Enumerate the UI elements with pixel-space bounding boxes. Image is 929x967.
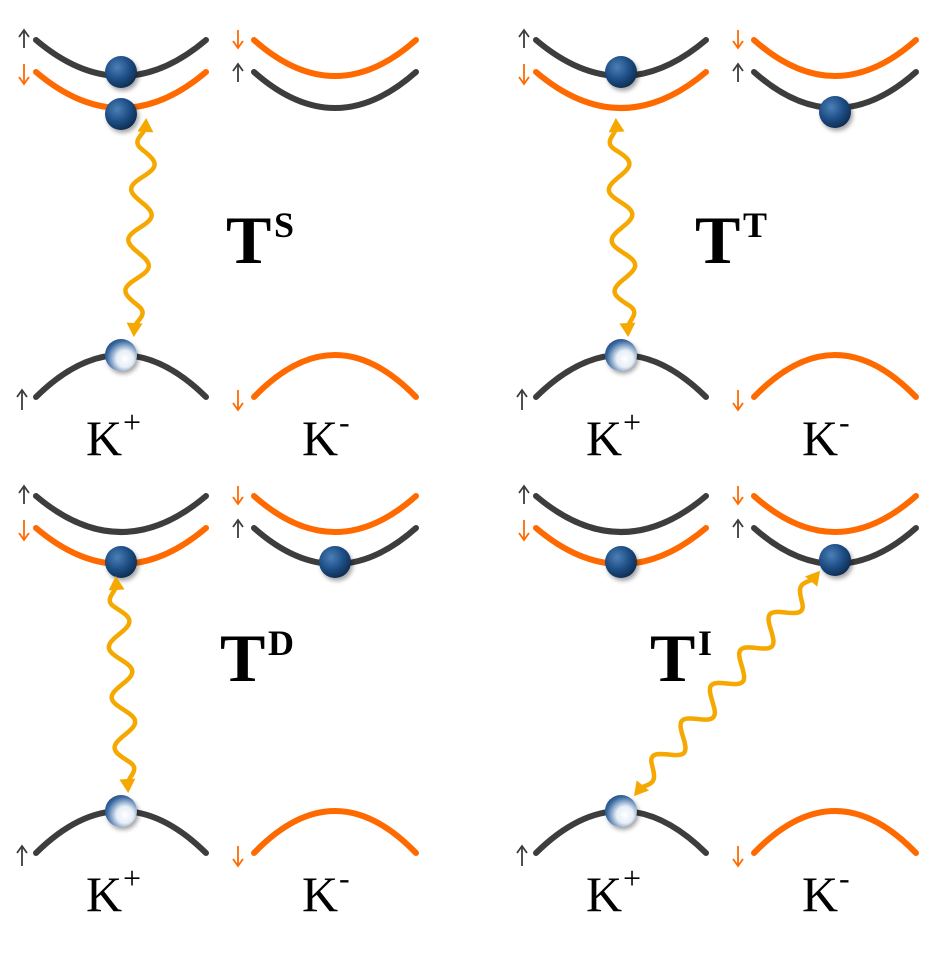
electron	[105, 56, 137, 88]
valley-label-left-sup: +	[123, 860, 141, 896]
kplus-cb-lower	[533, 69, 709, 111]
valley-label-left-sup: +	[623, 404, 641, 440]
valley-label-left-sup: +	[623, 860, 641, 896]
photon-head-end	[119, 778, 136, 794]
spin-down-arrow	[232, 40, 244, 50]
photon-head-end	[126, 322, 143, 338]
valley-label-left: K	[86, 866, 122, 922]
trion-label: T	[650, 620, 695, 696]
trion-label-sup: S	[274, 205, 294, 245]
electron	[605, 56, 637, 88]
photon-head-start	[608, 117, 625, 133]
hole	[105, 795, 137, 827]
electron	[105, 546, 137, 578]
spin-down-arrow	[732, 858, 744, 868]
spin-down-arrow	[18, 76, 30, 86]
hole	[605, 795, 637, 827]
spin-down-arrow	[732, 402, 744, 412]
photon-wave	[123, 123, 157, 332]
spin-up-arrow	[516, 844, 528, 854]
spin-up-arrow	[232, 62, 244, 72]
kminus-cb-lower	[251, 69, 419, 111]
spin-up-arrow	[518, 484, 530, 494]
valley-label-right-sup: -	[839, 404, 850, 440]
spin-up-arrow	[516, 388, 528, 398]
kminus-vb	[251, 808, 419, 856]
valley-label-right: K	[302, 410, 338, 466]
valley-label-right-sup: -	[339, 404, 350, 440]
kplus-cb-upper	[533, 493, 709, 535]
hole	[605, 339, 637, 371]
spin-down-arrow	[518, 76, 530, 86]
spin-down-arrow	[732, 40, 744, 50]
electron	[105, 98, 137, 130]
kminus-cb-upper	[751, 493, 919, 535]
kminus-cb-upper	[251, 37, 419, 79]
spin-down-arrow	[232, 402, 244, 412]
photon-head-end	[633, 780, 649, 797]
trion-label-sup: D	[268, 623, 294, 663]
spin-down-arrow	[232, 496, 244, 506]
kplus-cb-upper	[33, 493, 209, 535]
photon-head-start	[805, 570, 821, 587]
kminus-vb	[751, 808, 919, 856]
electron	[605, 546, 637, 578]
trion-label: T	[695, 202, 740, 278]
kminus-cb-upper	[751, 37, 919, 79]
spin-up-arrow	[18, 484, 30, 494]
kminus-vb	[751, 352, 919, 400]
electron	[819, 96, 851, 128]
trion-label: T	[226, 202, 271, 278]
valley-label-right: K	[302, 866, 338, 922]
spin-up-arrow	[518, 28, 530, 38]
valley-label-right-sup: -	[339, 860, 350, 896]
spin-up-arrow	[16, 844, 28, 854]
photon-head-start	[108, 575, 125, 591]
spin-down-arrow	[18, 532, 30, 542]
valley-label-right: K	[802, 410, 838, 466]
valley-label-left: K	[586, 410, 622, 466]
spin-up-arrow	[232, 518, 244, 528]
photon-head-start	[137, 117, 154, 133]
spin-up-arrow	[16, 388, 28, 398]
trion-label: T	[220, 620, 265, 696]
photon-wave	[106, 581, 138, 788]
spin-up-arrow	[732, 518, 744, 528]
kminus-vb	[251, 352, 419, 400]
trion-label-sup: I	[698, 623, 712, 663]
trion-label-sup: T	[743, 205, 767, 245]
photon-wave	[636, 574, 818, 793]
spin-down-arrow	[232, 858, 244, 868]
spin-up-arrow	[732, 62, 744, 72]
spin-down-arrow	[518, 532, 530, 542]
electron	[319, 546, 351, 578]
electron	[819, 544, 851, 576]
valley-label-left-sup: +	[123, 404, 141, 440]
kminus-cb-upper	[251, 493, 419, 535]
valley-label-left: K	[586, 866, 622, 922]
spin-up-arrow	[18, 28, 30, 38]
photon-head-end	[619, 322, 636, 338]
valley-label-left: K	[86, 410, 122, 466]
valley-label-right: K	[802, 866, 838, 922]
photon-wave	[606, 123, 638, 332]
spin-down-arrow	[732, 496, 744, 506]
valley-label-right-sup: -	[839, 860, 850, 896]
hole	[105, 339, 137, 371]
